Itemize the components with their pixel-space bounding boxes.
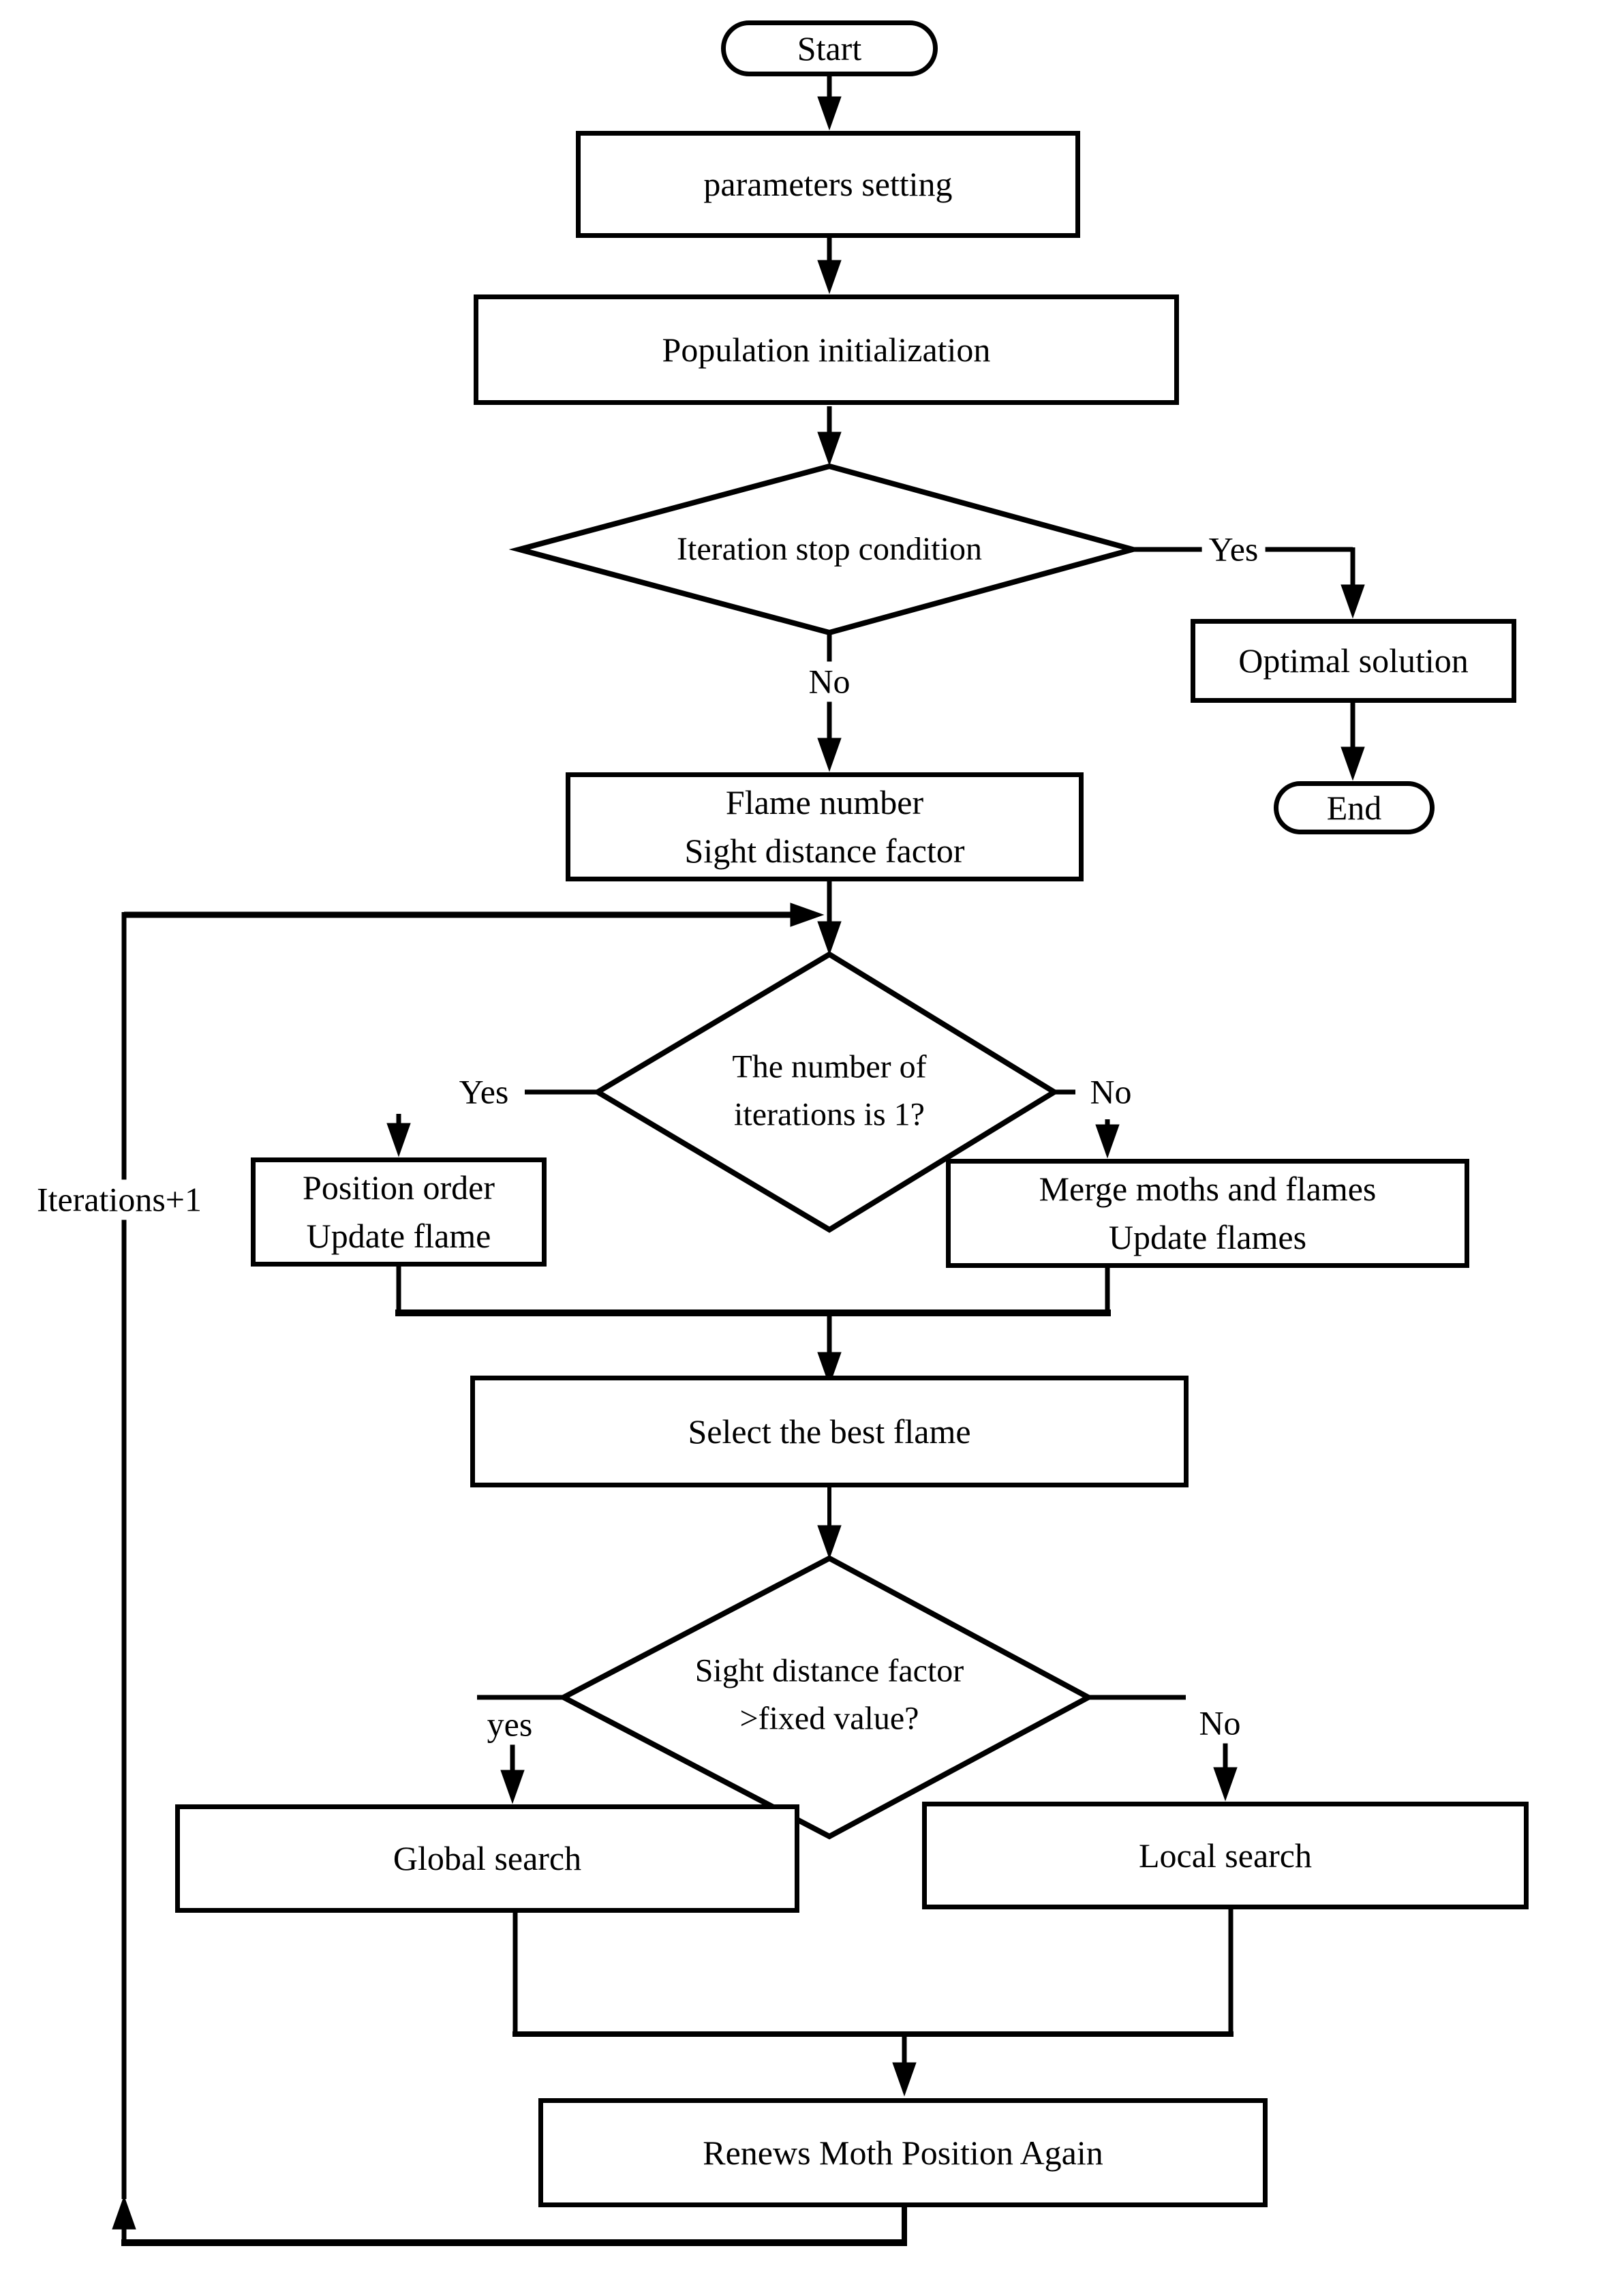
flame-number-line1: Flame number [725, 783, 924, 821]
arrowhead-loop-join [790, 903, 825, 927]
iterations-plus-1-text: Iterations+1 [36, 1180, 202, 1219]
yes2-edge-label: Yes [452, 1072, 516, 1112]
renews-moth-position-box: Renews Moth Position Again [538, 2098, 1268, 2207]
global-search-box: Global search [175, 1804, 799, 1913]
arrowhead-flame-iter1 [817, 921, 842, 956]
no3-edge-label: No [1192, 1703, 1248, 1744]
local-search-label: Local search [1138, 1836, 1312, 1875]
position-order-line2: Update flame [306, 1217, 491, 1255]
global-search-label: Global search [393, 1839, 582, 1877]
flame-number-box: Flame number Sight distance factor [566, 772, 1084, 881]
select-best-flame-box: Select the best flame [470, 1376, 1189, 1487]
iterations-plus-1-label: Iterations+1 [29, 1179, 209, 1220]
arrowhead-popinit-iterstop [817, 431, 842, 466]
optimal-solution-box: Optimal solution [1191, 619, 1516, 703]
arrowhead-no3-local [1213, 1767, 1238, 1802]
population-initialization-box: Population initialization [474, 294, 1179, 405]
iteration-stop-diamond [508, 463, 1144, 636]
arrowhead-loop-up [112, 2195, 136, 2230]
arrowhead-no2-mergemoths [1095, 1124, 1120, 1159]
iteration-stop-label: Iteration stop condition [677, 531, 982, 568]
iterations-is-1-line2: iterations is 1? [734, 1096, 925, 1132]
no3-text: No [1199, 1703, 1241, 1742]
arrowhead-params-popinit [817, 260, 842, 294]
arrowhead-rail2-renews [892, 2062, 917, 2097]
sight-distance-line2: >fixed value? [739, 1700, 919, 1736]
merge-moths-box: Merge moths and flames Update flames [946, 1159, 1469, 1268]
renews-moth-position-label: Renews Moth Position Again [703, 2133, 1103, 2172]
position-order-line1: Position order [303, 1168, 495, 1207]
iterations-is-1-text: The number of iterations is 1? [732, 1043, 926, 1138]
yes1-edge-label: Yes [1201, 529, 1266, 570]
no2-text: No [1090, 1072, 1132, 1111]
arrowhead-yes3-global [500, 1770, 525, 1804]
end-label: End [1326, 788, 1382, 827]
arrowhead-yes2-positionorder [386, 1123, 411, 1157]
arrowhead-select-sight [817, 1525, 842, 1560]
sight-distance-text: Sight distance factor >fixed value? [695, 1647, 964, 1742]
yes1-text: Yes [1208, 530, 1259, 569]
parameters-setting-box: parameters setting [576, 131, 1080, 238]
iterations-is-1-line1: The number of [732, 1048, 927, 1085]
parameters-setting-label: parameters setting [703, 165, 953, 203]
start-label: Start [797, 29, 862, 67]
local-search-box: Local search [922, 1802, 1529, 1909]
optimal-solution-label: Optimal solution [1238, 641, 1469, 680]
select-best-flame-label: Select the best flame [688, 1412, 971, 1451]
merge-moths-line1: Merge moths and flames [1039, 1170, 1377, 1208]
arrowhead-start-params [817, 96, 842, 131]
yes3-text: yes [487, 1705, 533, 1744]
sight-distance-diamond [557, 1555, 1094, 1840]
arrowhead-rail1-select [817, 1352, 842, 1387]
arrowhead-optimal-end [1340, 746, 1365, 781]
merge-moths-line2: Update flames [1108, 1218, 1307, 1256]
no1-text: No [808, 662, 851, 701]
position-order-box: Position order Update flame [251, 1157, 547, 1267]
end-terminator: End [1274, 781, 1435, 834]
arrowhead-no1-flame [817, 738, 842, 772]
iterations-is-1-diamond [592, 951, 1060, 1233]
arrowhead-yes1-optimal [1340, 584, 1365, 619]
yes3-edge-label: yes [480, 1704, 540, 1745]
yes2-text: Yes [459, 1072, 509, 1111]
population-initialization-label: Population initialization [662, 330, 991, 369]
flame-number-line2: Sight distance factor [684, 832, 965, 870]
no2-edge-label: No [1083, 1072, 1139, 1112]
sight-distance-line1: Sight distance factor [694, 1652, 964, 1689]
no1-edge-label: No [801, 661, 857, 702]
start-terminator: Start [721, 20, 938, 76]
iteration-stop-text: Iteration stop condition [677, 526, 982, 573]
